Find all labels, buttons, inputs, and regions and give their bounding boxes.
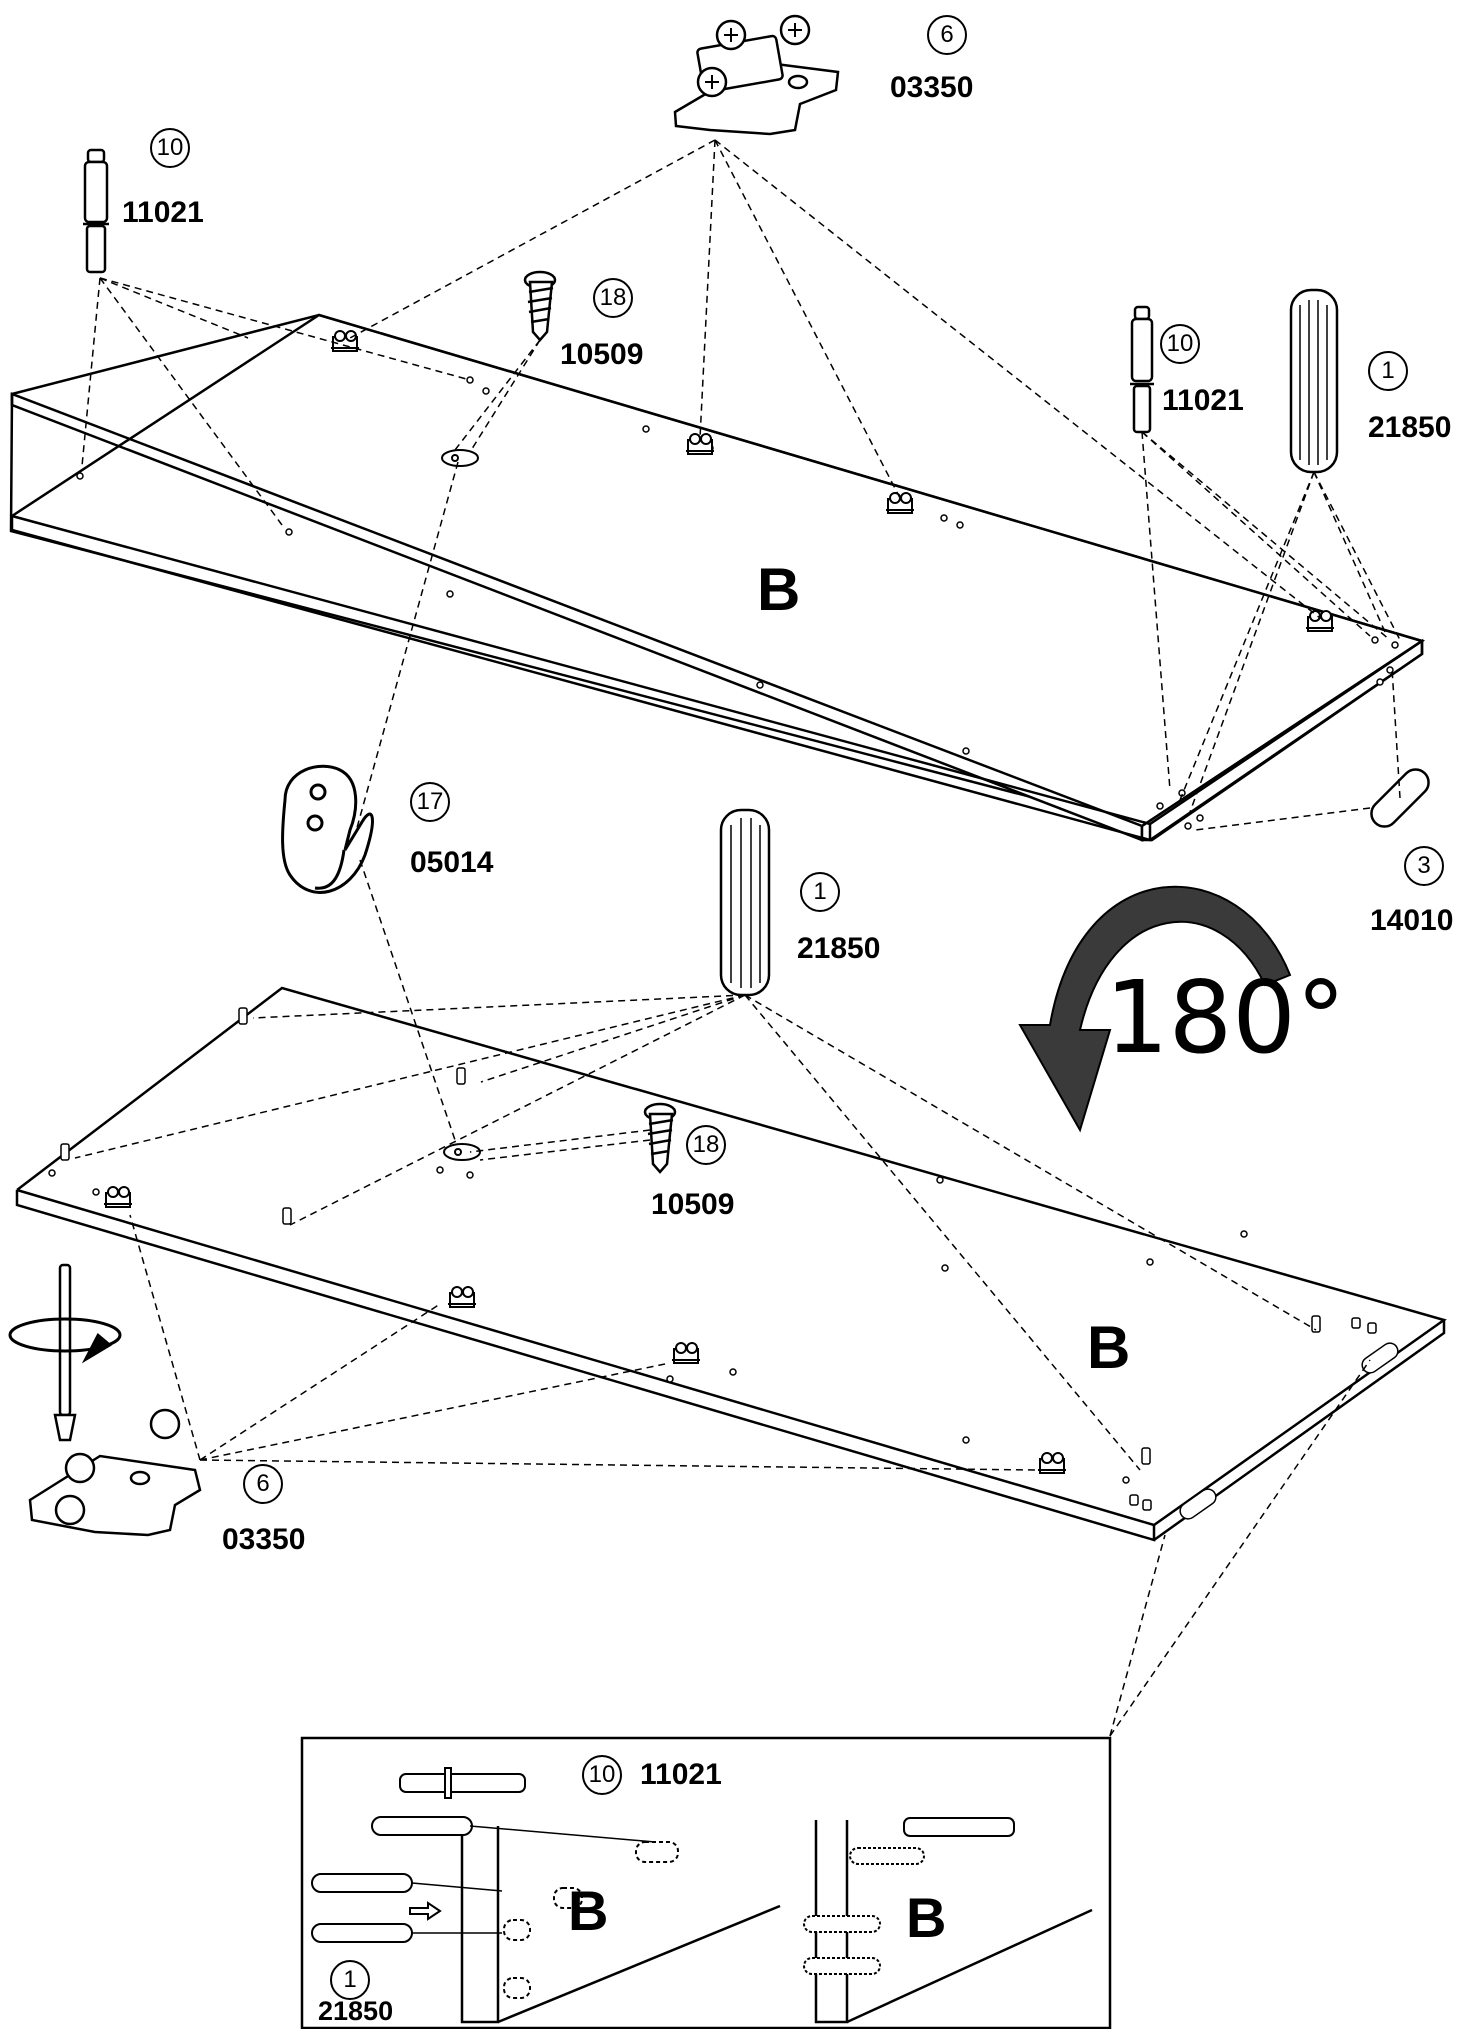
edge-fittings — [1129, 1317, 1399, 1520]
cam-bolt-icon — [83, 148, 109, 274]
part-code: 21850 — [797, 932, 881, 965]
wooden-dowel-icon — [1141, 1447, 1151, 1465]
bottom-panel-label: B — [1087, 1314, 1131, 1381]
top-panel-label: B — [757, 556, 801, 623]
detail-left-panel-label: B — [568, 1879, 609, 1942]
part-code: 10509 — [560, 338, 644, 371]
cam-plate-icon — [441, 449, 479, 467]
part-qty-badge: 10 — [1160, 324, 1200, 364]
hook-icon — [281, 764, 374, 894]
detail-right-panel-label: B — [906, 1886, 947, 1949]
hinge-icon — [1037, 1452, 1067, 1474]
leader-lines — [74, 139, 1401, 1737]
part-qty-badge: 18 — [593, 278, 633, 318]
part-code: 11021 — [640, 1758, 722, 1791]
hinge-icon — [685, 433, 715, 455]
hinge-icon — [103, 1186, 133, 1208]
wooden-dowel-icon — [719, 808, 771, 997]
top-panel-outline — [10, 313, 1425, 842]
part-qty-badge: 1 — [330, 1960, 370, 2000]
bottom-panel — [15, 986, 1447, 1542]
part-qty-badge: 6 — [243, 1464, 283, 1504]
part-code: 21850 — [1368, 411, 1452, 444]
part-code: 14010 — [1370, 904, 1454, 937]
hinge-icon — [28, 1408, 202, 1537]
screw-icon — [643, 1102, 677, 1174]
rotate-arrow-icon — [1018, 885, 1292, 1133]
wooden-dowel-icon — [60, 1143, 70, 1161]
wooden-dowel-icon — [1289, 288, 1339, 474]
rotation-label: 180° — [1105, 959, 1346, 1076]
wooden-dowel-icon — [456, 1067, 466, 1085]
part-code: 03350 — [890, 71, 974, 104]
part-code: 11021 — [122, 196, 204, 229]
screwdriver-icon — [8, 1263, 122, 1442]
part-qty-badge: 3 — [1404, 846, 1444, 886]
part-qty-badge: 10 — [582, 1755, 622, 1795]
part-qty-badge: 10 — [150, 128, 190, 168]
hinge-icon — [885, 492, 915, 514]
detail-lines — [411, 1825, 656, 1934]
wooden-dowel-icon — [238, 1007, 248, 1025]
cam-plate-icon — [443, 1143, 481, 1161]
hinge-icon — [1305, 610, 1335, 632]
part-code: 03350 — [222, 1523, 306, 1556]
detail-parts — [311, 1767, 1015, 1999]
hinge-icon — [671, 1342, 701, 1364]
part-qty-badge: 1 — [800, 872, 840, 912]
part-code: 11021 — [1162, 384, 1244, 417]
hinge-icon — [673, 14, 840, 136]
part-qty-badge: 1 — [1368, 351, 1408, 391]
part-code: 10509 — [651, 1188, 735, 1221]
wooden-dowel-icon — [282, 1207, 292, 1225]
hinge-icon — [447, 1286, 477, 1308]
bottom-panel-holes — [48, 1166, 1248, 1484]
part-qty-badge: 18 — [686, 1125, 726, 1165]
screw-icon — [523, 270, 557, 342]
part-code: 21850 — [318, 1996, 394, 2026]
cam-bolt-icon — [1130, 305, 1154, 434]
part-qty-badge: 17 — [410, 782, 450, 822]
part-code: 05014 — [410, 846, 494, 879]
part-qty-badge: 6 — [927, 15, 967, 55]
